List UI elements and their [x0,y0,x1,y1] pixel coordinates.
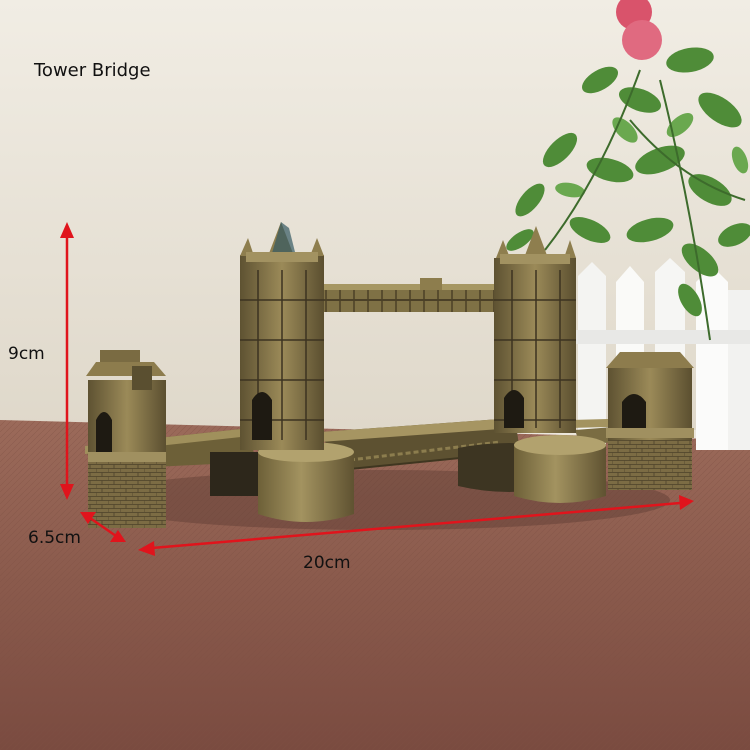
depth-label: 6.5cm [28,528,81,548]
product-title: Tower Bridge [34,60,151,81]
depth-dimension-arrow [80,512,126,542]
height-label: 9cm [8,344,45,364]
picket-fence [570,258,750,450]
width-label: 20cm [303,553,351,573]
width-dimension-arrow [138,495,694,556]
potted-plant [506,0,750,341]
height-dimension-arrow [60,222,74,500]
